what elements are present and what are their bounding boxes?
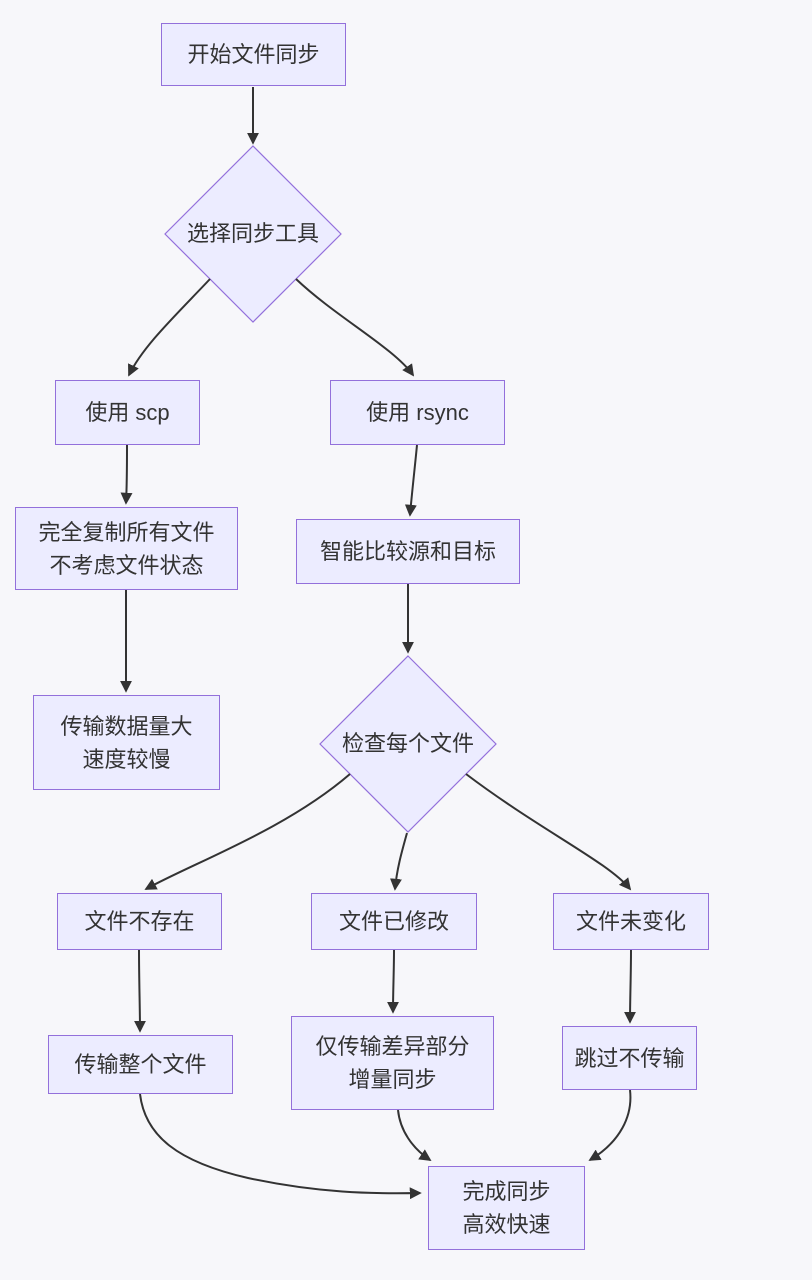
node-large-data-slow: 传输数据量大 速度较慢 — [33, 695, 220, 790]
edge-use-scp-to-full-copy — [120, 444, 133, 505]
edge-use-rsync-to-smart-compare — [404, 444, 418, 517]
edge-unchanged-to-skip — [624, 949, 637, 1024]
node-skip-no-transfer: 跳过不传输 — [562, 1026, 697, 1090]
node-file-unchanged: 文件未变化 — [553, 893, 709, 950]
edge-choose-tool-to-use-scp — [128, 278, 211, 377]
node-file-modified: 文件已修改 — [311, 893, 477, 950]
decision-choose-tool-label: 选择同步工具 — [186, 220, 319, 246]
node-file-not-exist: 文件不存在 — [57, 893, 222, 950]
edge-check-file-to-unchanged — [465, 773, 632, 891]
node-smart-compare-source-target: 智能比较源和目标 — [296, 519, 520, 584]
edge-skip-to-done — [588, 1089, 632, 1161]
edge-modified-to-diff-only — [387, 949, 400, 1014]
edge-choose-tool-to-use-rsync — [295, 278, 415, 377]
decision-choose-tool-shape — [164, 145, 342, 323]
node-sync-complete: 完成同步 高效快速 — [428, 1166, 585, 1250]
node-start-file-sync: 开始文件同步 — [161, 23, 346, 86]
edge-not-exist-to-transfer-whole — [133, 949, 146, 1033]
node-use-rsync: 使用 rsync — [330, 380, 505, 445]
edge-check-file-to-not-exist — [144, 773, 351, 890]
decision-check-file-shape — [319, 655, 497, 833]
edge-diff-only-to-done — [397, 1109, 432, 1161]
node-full-copy-all-files: 完全复制所有文件 不考虑文件状态 — [15, 507, 238, 590]
edge-check-file-to-modified — [389, 832, 408, 891]
edge-transfer-whole-to-done — [139, 1093, 422, 1200]
node-transfer-whole-file: 传输整个文件 — [48, 1035, 233, 1094]
decision-check-file-label: 检查每个文件 — [341, 730, 474, 756]
node-transfer-diff-incremental: 仅传输差异部分 增量同步 — [291, 1016, 494, 1110]
node-use-scp: 使用 scp — [55, 380, 200, 445]
